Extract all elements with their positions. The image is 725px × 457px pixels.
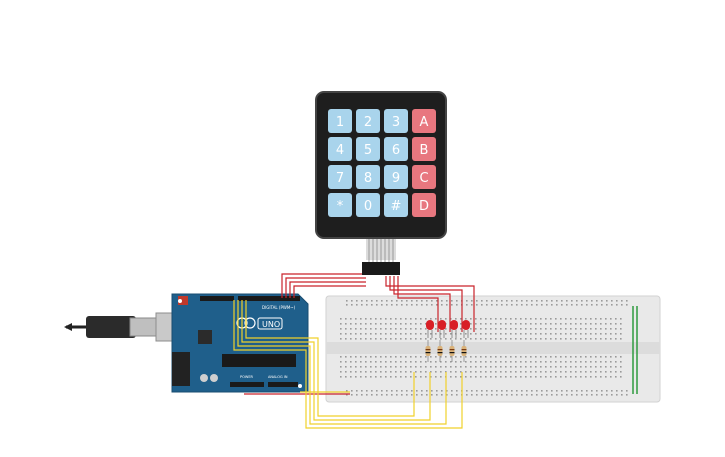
keypad-key-label: 4	[336, 143, 344, 158]
resistor-2[interactable]	[437, 340, 443, 362]
keypad-key-4[interactable]: 4	[328, 137, 352, 161]
keypad-key-8[interactable]: 8	[356, 165, 380, 189]
keypad-key-label: 8	[364, 171, 372, 186]
resistor-1[interactable]	[425, 340, 431, 362]
keypad-key-6[interactable]: 6	[384, 137, 408, 161]
breadboard[interactable]	[325, 295, 661, 403]
power-label: POWER	[240, 375, 254, 379]
keypad-key-3[interactable]: 3	[384, 109, 408, 133]
keypad-key-7[interactable]: 7	[328, 165, 352, 189]
power-jack	[172, 352, 190, 386]
keypad-key-label: A	[420, 115, 429, 130]
keypad-key-label: 5	[364, 143, 372, 158]
analog-label: ANALOG IN	[268, 375, 288, 379]
led-2[interactable]	[438, 320, 446, 338]
led-3[interactable]	[450, 320, 458, 338]
keypad-key-label: *	[337, 199, 344, 214]
usb-cable[interactable]	[64, 312, 183, 342]
keypad-key-label: 3	[392, 115, 400, 130]
keypad-key-A[interactable]: A	[412, 109, 436, 133]
keypad-key-label: 6	[392, 143, 400, 158]
keypad-key-label: D	[419, 199, 429, 214]
digital-label: DIGITAL (PWM~)	[262, 305, 296, 310]
keypad-key-label: 0	[364, 199, 372, 214]
led-1[interactable]	[426, 320, 434, 338]
keypad-key-#[interactable]: #	[384, 193, 408, 217]
keypad-key-label: 9	[392, 171, 400, 186]
keypad-connector	[362, 262, 400, 275]
keypad-key-label: 1	[336, 115, 344, 130]
atmega-chip	[222, 354, 296, 367]
keypad-key-2[interactable]: 2	[356, 109, 380, 133]
breadboard-holes	[340, 300, 628, 396]
keypad-keys[interactable]: 1 2 3 A 4 5 6 B 7 8 9 C * 0 # D	[328, 109, 436, 217]
resistor-3[interactable]	[449, 340, 455, 362]
keypad-key-9[interactable]: 9	[384, 165, 408, 189]
keypad-key-label: B	[420, 143, 429, 158]
digital-header	[238, 296, 300, 301]
led-4[interactable]	[462, 320, 470, 338]
reset-button[interactable]	[178, 296, 188, 305]
keypad-key-B[interactable]: B	[412, 137, 436, 161]
keypad-key-*[interactable]: *	[328, 193, 352, 217]
keypad-key-label: #	[391, 199, 402, 214]
wires[interactable]	[233, 273, 475, 429]
keypad-4x4[interactable]: 1 2 3 A 4 5 6 B 7 8 9 C * 0 # D	[315, 91, 447, 275]
keypad-key-label: C	[419, 171, 428, 186]
arduino-uno[interactable]: DIGITAL (PWM~) UNO POWER ANALOG IN	[171, 293, 309, 393]
keypad-key-label: 2	[364, 115, 372, 130]
resistor-4[interactable]	[461, 340, 467, 362]
keypad-key-1[interactable]: 1	[328, 109, 352, 133]
uno-label: UNO	[262, 320, 280, 329]
leds[interactable]	[425, 320, 471, 362]
keypad-key-0[interactable]: 0	[356, 193, 380, 217]
keypad-key-5[interactable]: 5	[356, 137, 380, 161]
keypad-key-label: 7	[336, 171, 344, 186]
keypad-key-C[interactable]: C	[412, 165, 436, 189]
keypad-key-D[interactable]: D	[412, 193, 436, 217]
